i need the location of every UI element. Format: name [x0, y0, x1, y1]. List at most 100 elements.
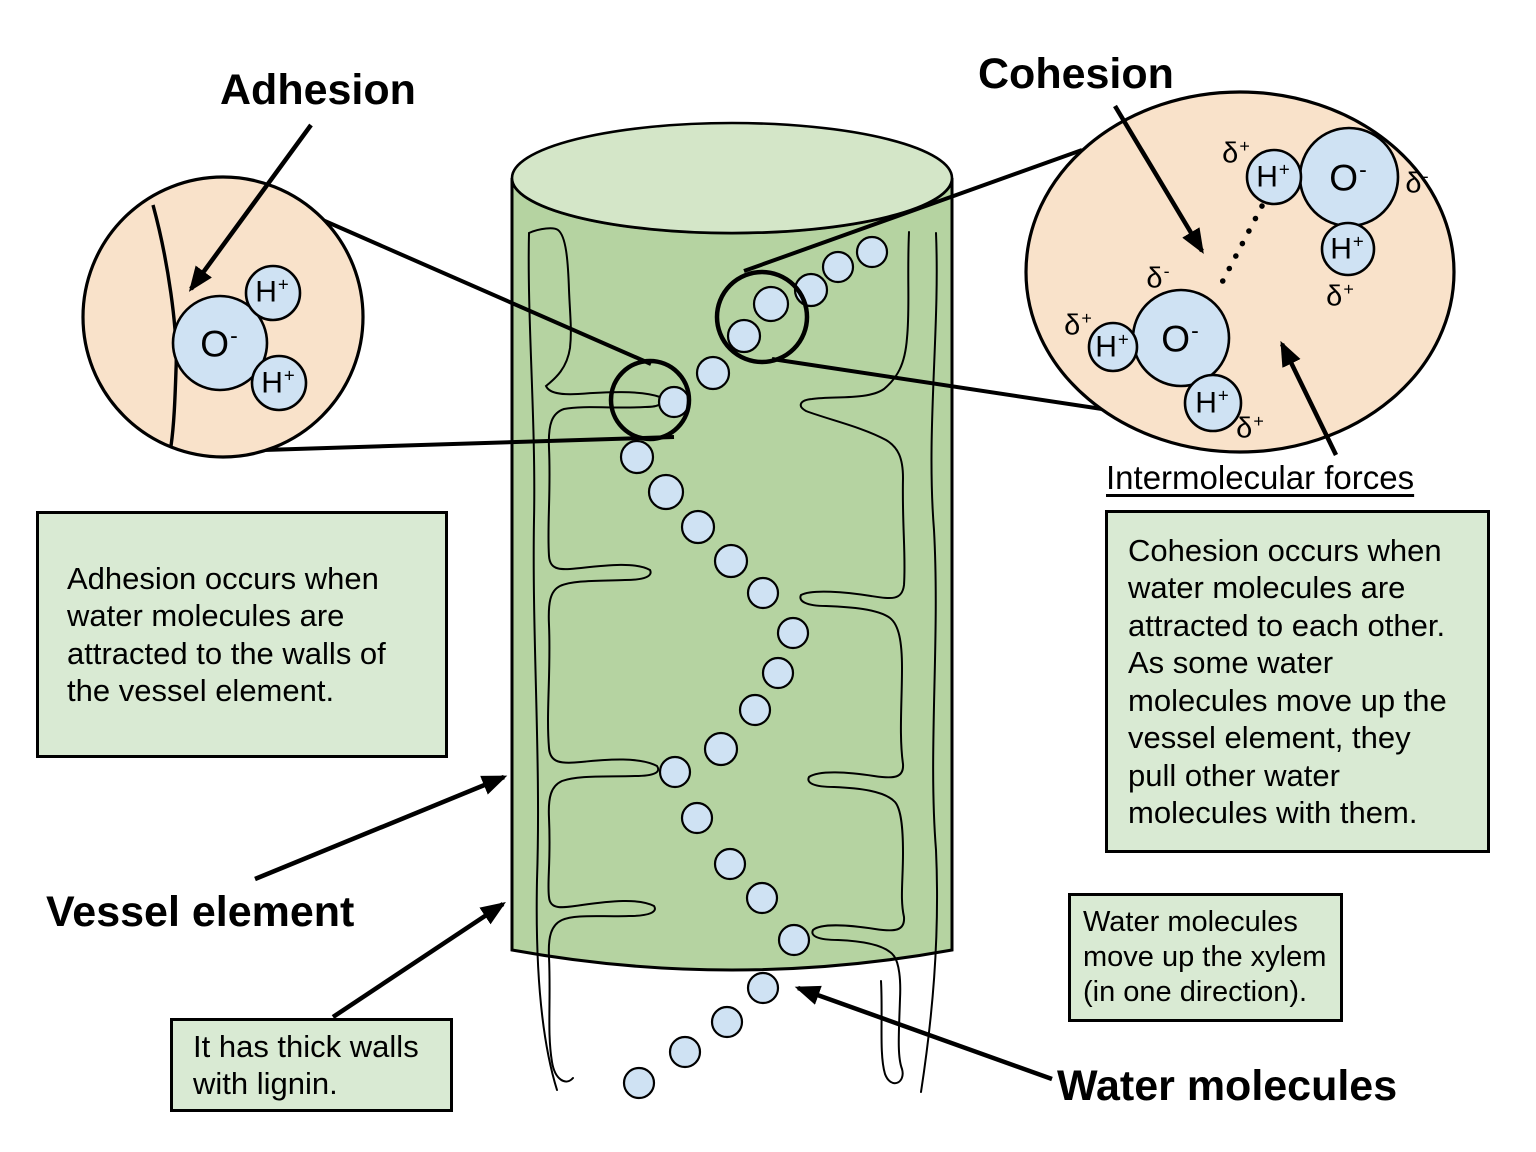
wall-squiggle-right-outer: [920, 232, 939, 1093]
zoom-link-line-cohesion-top: [743, 148, 1083, 273]
water-molecule: [726, 318, 762, 354]
intermolecular-forces-label: Intermolecular forces: [1106, 459, 1415, 496]
zoom-link-line-cohesion-bottom: [771, 357, 1103, 411]
atom-charge: -: [1191, 317, 1199, 344]
atom-symbol: δ: [1064, 309, 1081, 342]
wall-squiggle-left-main: [528, 227, 663, 1083]
atom-charge: +: [283, 364, 295, 386]
water-molecule: [745, 881, 779, 915]
water-molecule: [713, 543, 749, 579]
lignin-note-box: It has thick walls with lignin.: [170, 1018, 453, 1112]
atom-symbol: H: [1095, 330, 1117, 364]
water-molecule: [695, 355, 731, 391]
atom-symbol: O: [200, 323, 230, 365]
water-molecules-arrow: [794, 985, 1053, 1082]
atom-charge: -: [1163, 260, 1170, 281]
partial-charge-label: δ+: [1222, 137, 1250, 169]
atom-charge: +: [1343, 278, 1354, 299]
hydrogen-label: H+: [255, 273, 289, 309]
vessel-element-arrow: [254, 774, 508, 882]
xylem-note-box: Water molecules move up the xylem (in on…: [1068, 893, 1343, 1022]
cohesion-note-text: Cohesion occurs when water molecules are…: [1128, 532, 1447, 831]
zoom-link-line-adhesion-bottom: [263, 435, 675, 452]
partial-charge-label: δ+: [1236, 412, 1264, 444]
atom-symbol: H: [1256, 160, 1278, 194]
water-molecule: [680, 801, 714, 835]
hydrogen-atom: [1087, 321, 1139, 373]
lignin-wall-texture: [527, 227, 939, 1093]
cohesion-note-box: Cohesion occurs when water molecules are…: [1105, 510, 1490, 853]
water-molecules-label: Water molecules: [1057, 1062, 1398, 1110]
hydrogen-label: H+: [261, 364, 295, 399]
partial-charge-label: δ+: [1064, 309, 1092, 341]
water-molecule: [776, 616, 810, 650]
oxygen-label: O-: [1161, 317, 1199, 360]
hydrogen-label: H+: [1256, 160, 1290, 194]
water-molecule: [713, 847, 747, 881]
atom-symbol: δ: [1146, 262, 1163, 295]
atom-symbol: δ: [1222, 137, 1239, 170]
atom-symbol: δ: [1405, 167, 1422, 200]
atom-symbol: δ: [1326, 280, 1343, 313]
atom-symbol: O: [1161, 318, 1191, 360]
atom-symbol: H: [255, 275, 277, 309]
atom-symbol: H: [1195, 386, 1217, 420]
hydrogen-label: H+: [1195, 384, 1229, 420]
vessel-cylinder: [510, 121, 954, 1093]
vessel-element-label: Vessel element: [46, 888, 355, 936]
water-molecule: [821, 250, 855, 284]
partial-charge-label: δ+: [1326, 280, 1354, 312]
water-molecule: [746, 576, 780, 610]
hydrogen-bond-dotted-line: [1214, 203, 1265, 295]
atom-charge: +: [1253, 410, 1264, 431]
water-molecule: [680, 509, 716, 545]
oxygen-label: O-: [1329, 156, 1367, 197]
cohesion-arrow: [1113, 104, 1204, 255]
oxygen-label: O-: [200, 322, 238, 365]
water-molecule: [777, 923, 811, 957]
intermolecular-forces-arrow: [1279, 340, 1339, 456]
wall-squiggle-right-main: [799, 231, 910, 1085]
water-molecule: [703, 731, 739, 767]
atom-symbol: δ: [1236, 412, 1253, 445]
water-molecule: [619, 439, 655, 475]
water-molecule: [622, 1066, 656, 1100]
water-molecule-chain: [619, 235, 889, 1100]
atom-charge: +: [1239, 135, 1250, 156]
wall-squiggle-left-outer: [527, 232, 558, 1091]
hydrogen-atom: [1320, 221, 1376, 277]
lignin-note-text: It has thick walls with lignin.: [193, 1028, 419, 1102]
partial-charge-label: δ-: [1405, 167, 1428, 199]
partial-charge-label: δ-: [1146, 262, 1169, 294]
atom-charge: +: [277, 273, 289, 295]
hydrogen-atom: [244, 264, 302, 322]
water-molecule: [668, 1035, 702, 1069]
adhesion-label: Adhesion: [220, 66, 416, 114]
lignin-arrow: [331, 902, 506, 1019]
adhesion-note-text: Adhesion occurs when water molecules are…: [67, 560, 386, 709]
hydrogen-atom: [1245, 148, 1303, 206]
atom-charge: +: [1217, 384, 1229, 406]
magnifier-circle-cohesion: [714, 269, 810, 365]
oxygen-atom: [171, 294, 269, 392]
atom-charge: +: [1117, 328, 1129, 350]
cylinder-top-face: [510, 121, 954, 235]
water-molecule: [855, 235, 889, 269]
xylem-note-text: Water molecules move up the xylem (in on…: [1083, 905, 1327, 1009]
water-molecule: [761, 656, 795, 690]
atom-charge: +: [1352, 230, 1364, 252]
water-molecule: [746, 971, 780, 1005]
atom-charge: -: [230, 322, 238, 349]
atom-charge: -: [1422, 165, 1429, 186]
water-molecule: [752, 285, 790, 323]
hydrogen-atom: [250, 354, 308, 412]
hydrogen-label: H+: [1095, 328, 1129, 364]
water-molecule: [710, 1005, 744, 1039]
cohesion-label: Cohesion: [978, 50, 1174, 98]
atom-charge: -: [1359, 156, 1367, 183]
water-molecule: [658, 755, 692, 789]
atom-charge: +: [1081, 307, 1092, 328]
water-molecule: [738, 693, 772, 727]
